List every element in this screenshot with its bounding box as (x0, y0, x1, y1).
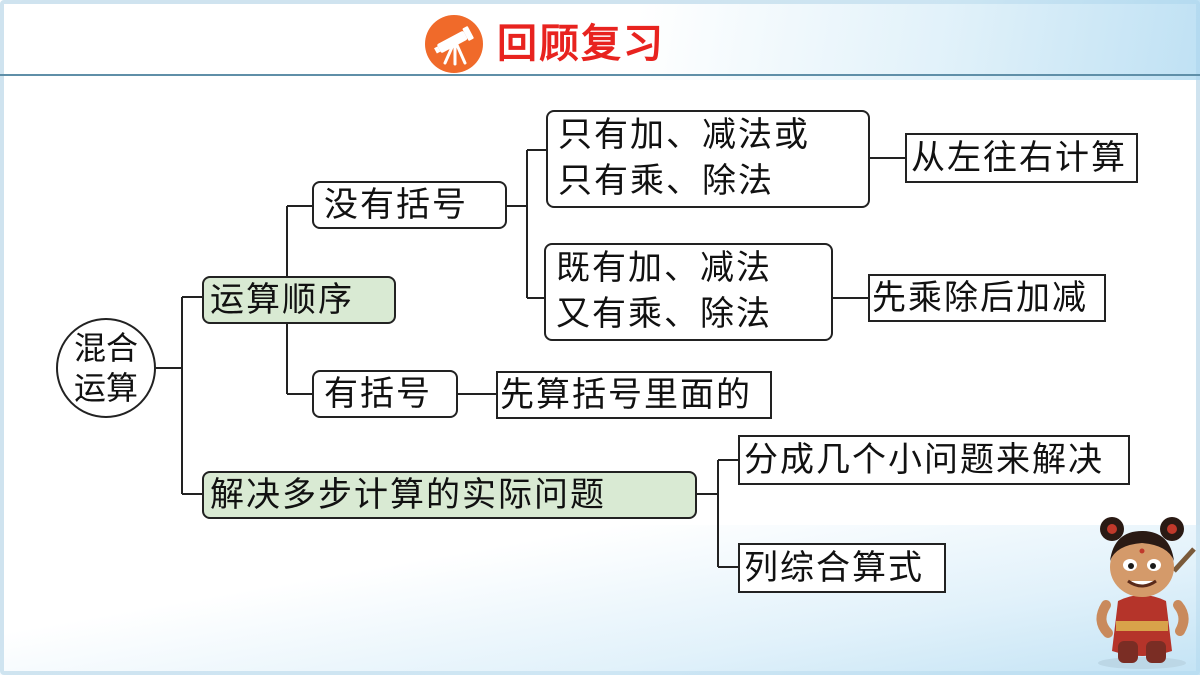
case1-line-1: 只有加、减法或 (558, 115, 810, 155)
header-divider (0, 74, 1200, 76)
with-parentheses-label: 有括号 (324, 374, 432, 414)
order-node: 运算顺序 (202, 276, 396, 324)
rule-parentheses-first-node: 先算括号里面的 (496, 371, 772, 419)
step2-label: 列综合算式 (744, 548, 924, 588)
root-line-1: 混合 (73, 329, 138, 367)
page-title: 回顾复习 (497, 21, 665, 67)
top-wave-decoration (640, 0, 1200, 80)
rule-left-to-right-node: 从左往右计算 (905, 133, 1138, 183)
step-split-node: 分成几个小问题来解决 (738, 435, 1130, 485)
case-mixed-node: 既有加、减法 又有乘、除法 (544, 243, 833, 341)
root-line-2: 运算 (73, 369, 138, 407)
bottom-wave-decoration (0, 525, 1200, 675)
problems-label: 解决多步计算的实际问题 (210, 475, 606, 515)
step-combined-expression-node: 列综合算式 (738, 543, 946, 593)
rule2-label: 先乘除后加减 (872, 278, 1088, 318)
case1-line-2: 只有乘、除法 (558, 161, 774, 201)
case-add-or-multiply-node: 只有加、减法或 只有乘、除法 (546, 110, 870, 208)
cartoon-character-illustration (1096, 517, 1196, 669)
order-label: 运算顺序 (210, 280, 354, 320)
case2-line-2: 又有乘、除法 (556, 294, 772, 334)
case2-line-1: 既有加、减法 (556, 248, 772, 288)
step1-label: 分成几个小问题来解决 (744, 440, 1104, 480)
no-parentheses-label: 没有括号 (324, 185, 468, 225)
rule-multiply-first-node: 先乘除后加减 (868, 274, 1106, 322)
rule3-label: 先算括号里面的 (500, 375, 752, 415)
telescope-icon (425, 15, 483, 73)
rule1-label: 从左往右计算 (911, 138, 1127, 178)
root-node: 混合 运算 (56, 318, 156, 418)
problems-node: 解决多步计算的实际问题 (202, 471, 697, 519)
no-parentheses-node: 没有括号 (312, 181, 507, 229)
with-parentheses-node: 有括号 (312, 370, 458, 418)
